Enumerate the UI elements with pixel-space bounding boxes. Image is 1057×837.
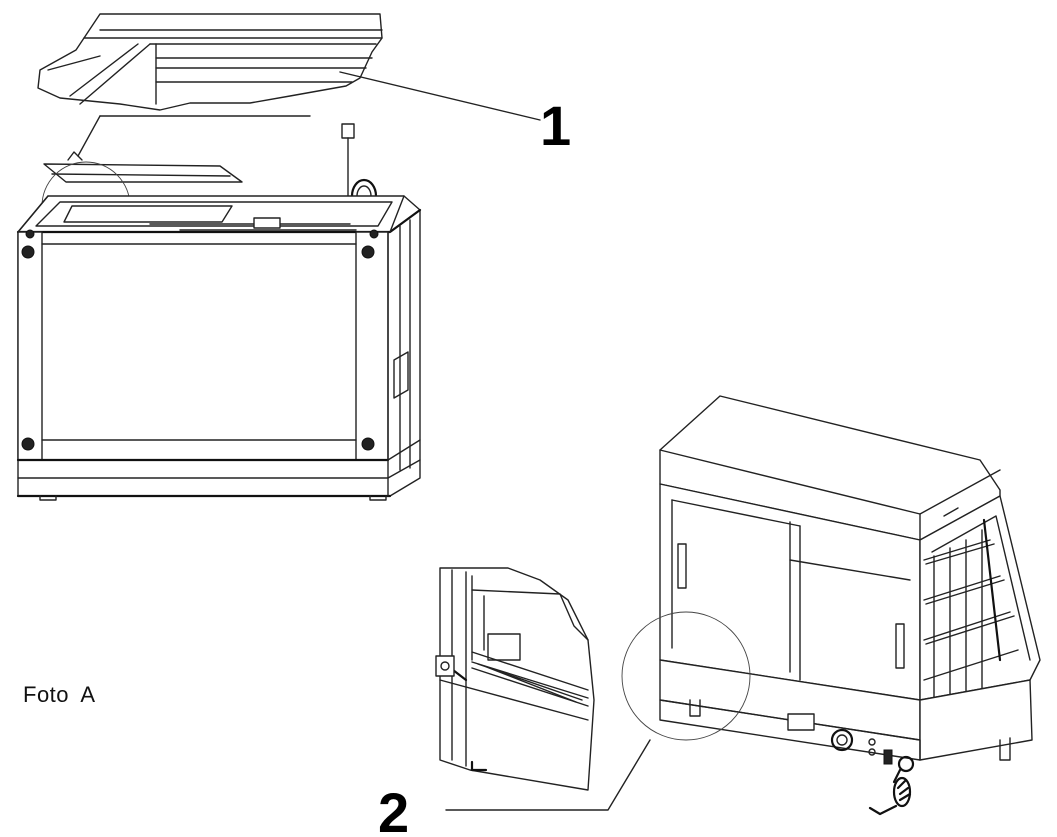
top-panel-exploded [37, 13, 383, 111]
callout-2: 2 [378, 781, 409, 837]
frame-cabinet [16, 195, 422, 501]
leader-line-2 [445, 739, 651, 811]
callout-1: 1 [540, 94, 571, 157]
hinge-detail [435, 567, 595, 791]
photo-caption: Foto A [23, 682, 96, 707]
detail-circle [621, 611, 751, 741]
assembled-cabinet [659, 395, 1041, 816]
leader-line-1 [339, 71, 541, 121]
glass-panel-insert [41, 115, 311, 251]
